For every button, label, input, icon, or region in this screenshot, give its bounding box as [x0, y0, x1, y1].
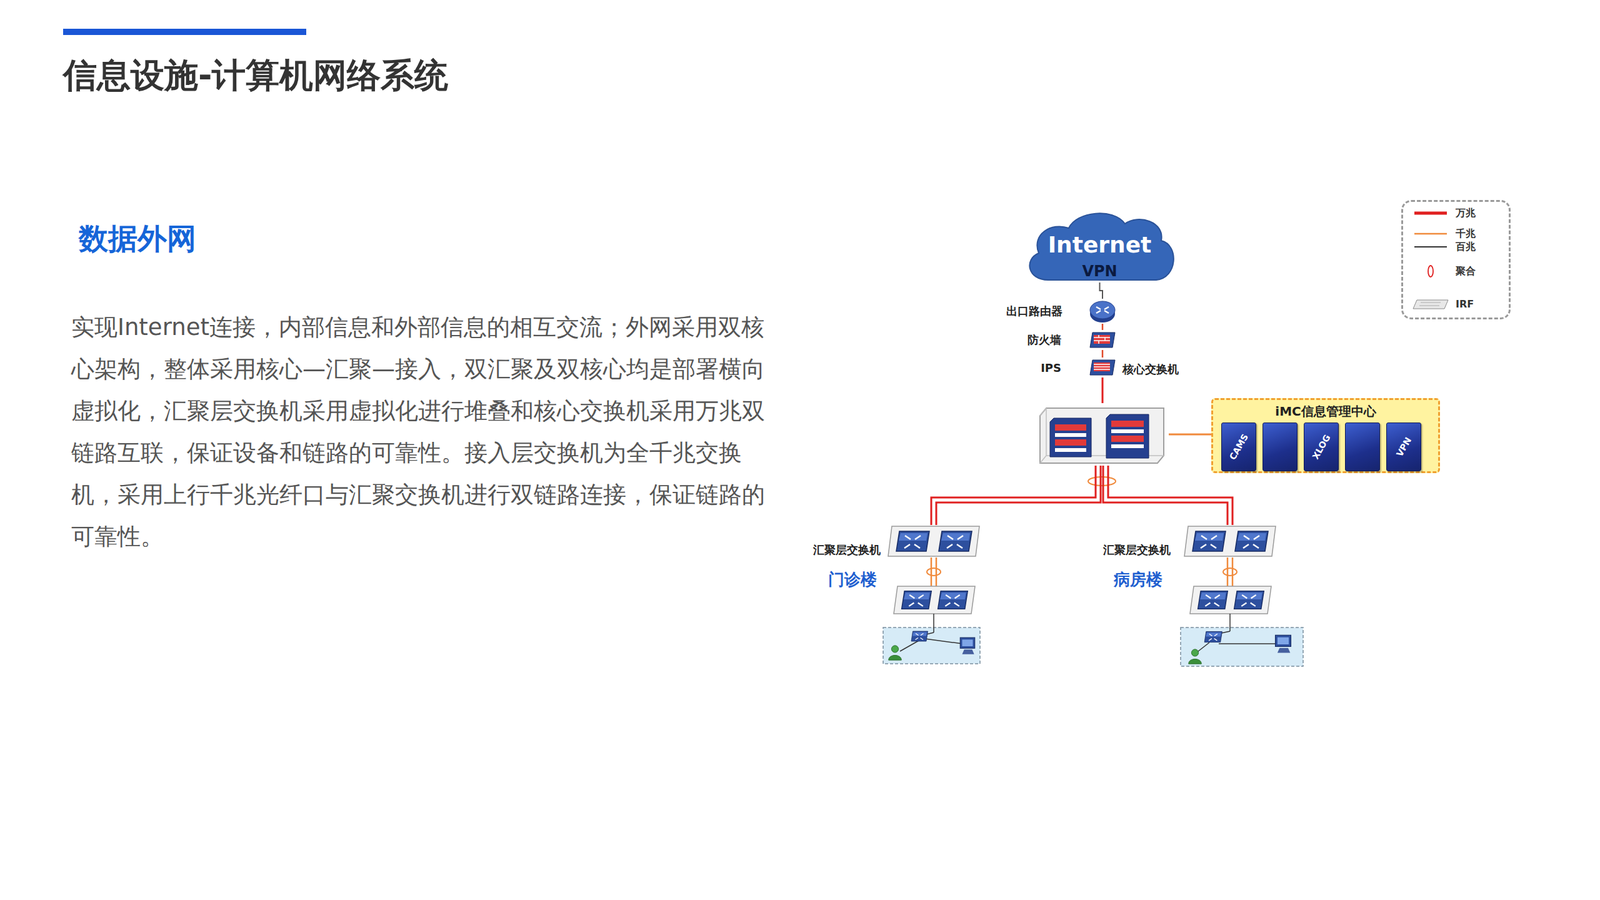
legend-sample	[1411, 298, 1450, 311]
server-icon: VPN	[1386, 422, 1422, 472]
accent-bar	[63, 28, 307, 35]
device-icon	[1088, 298, 1117, 324]
ips-device: IPS	[1088, 357, 1117, 378]
legend-sample	[1411, 206, 1450, 220]
terminal-area	[1180, 613, 1304, 667]
device-icon	[1088, 330, 1117, 350]
legend-sample	[1411, 265, 1450, 278]
aggregation-mark	[1223, 568, 1237, 576]
device-icon	[1088, 357, 1117, 378]
node-label: Internet	[1020, 231, 1180, 259]
section-heading: 数据外网	[78, 221, 197, 257]
router-device: 出口路由器	[1088, 298, 1117, 324]
node-label: 核心交换机	[1122, 362, 1179, 377]
node-sublabel: VPN	[1020, 262, 1180, 280]
node-label: iMC信息管理中心	[1213, 403, 1439, 419]
network-link	[1101, 350, 1104, 358]
legend-label: 万兆	[1455, 206, 1476, 220]
server-icon	[1262, 422, 1298, 472]
node-sublabel: 门诊楼	[828, 570, 877, 589]
legend-label: IRF	[1455, 297, 1474, 312]
node-label: 防火墙	[1027, 333, 1062, 347]
device-icon	[886, 525, 981, 558]
server-label: VPN	[1394, 435, 1414, 459]
server-label: CAMS	[1227, 431, 1250, 462]
server-label: XLOG	[1310, 433, 1332, 462]
network-link	[1103, 465, 1233, 525]
access-switch	[893, 586, 975, 614]
server-icon: XLOG	[1303, 422, 1339, 472]
legend-label: 百兆	[1455, 240, 1476, 254]
access-link	[931, 557, 1233, 587]
body-paragraph: 实现Internet连接，内部信息和外部信息的相互交流；外网采用双核心架构，整体…	[71, 306, 767, 558]
legend-sample	[1411, 227, 1450, 240]
server-icon: CAMS	[1221, 422, 1257, 472]
server-icon	[1345, 422, 1380, 472]
node-label: 汇聚层交换机	[1103, 543, 1171, 557]
node-label: 出口路由器	[1006, 304, 1063, 319]
core-switch: 核心交换机	[1035, 403, 1169, 466]
network-link	[1101, 377, 1104, 404]
legend-box: 万兆千兆百兆聚合 IRF	[1401, 200, 1511, 320]
terminal-area	[883, 613, 980, 664]
aggregation-mark	[926, 568, 941, 576]
access-switch	[1190, 586, 1272, 614]
legend-label: 聚合	[1455, 264, 1476, 279]
device-icon	[1183, 525, 1277, 558]
device-icon	[1035, 403, 1169, 466]
aggregation-switch: 汇聚层交换机门诊楼	[886, 525, 981, 558]
network-link	[1101, 323, 1104, 330]
firewall-device: 防火墙	[1088, 330, 1117, 350]
page-title: 信息设施-计算机网络系统	[63, 55, 449, 97]
network-link	[1100, 282, 1104, 299]
legend-sample	[1411, 240, 1450, 254]
node-sublabel: 病房楼	[1113, 570, 1163, 589]
aggregation-mark	[1088, 476, 1116, 486]
network-link	[1168, 433, 1212, 436]
network-link	[931, 465, 1101, 525]
aggregation-switch: 汇聚层交换机病房楼	[1183, 525, 1277, 558]
legend-label: 千兆	[1455, 226, 1476, 241]
internet-cloud: InternetVPN	[1020, 206, 1180, 283]
imc-center: iMC信息管理中心 CAMS XLOG VPN	[1211, 398, 1440, 474]
node-label: 汇聚层交换机	[813, 543, 881, 557]
node-label: IPS	[1040, 361, 1062, 375]
